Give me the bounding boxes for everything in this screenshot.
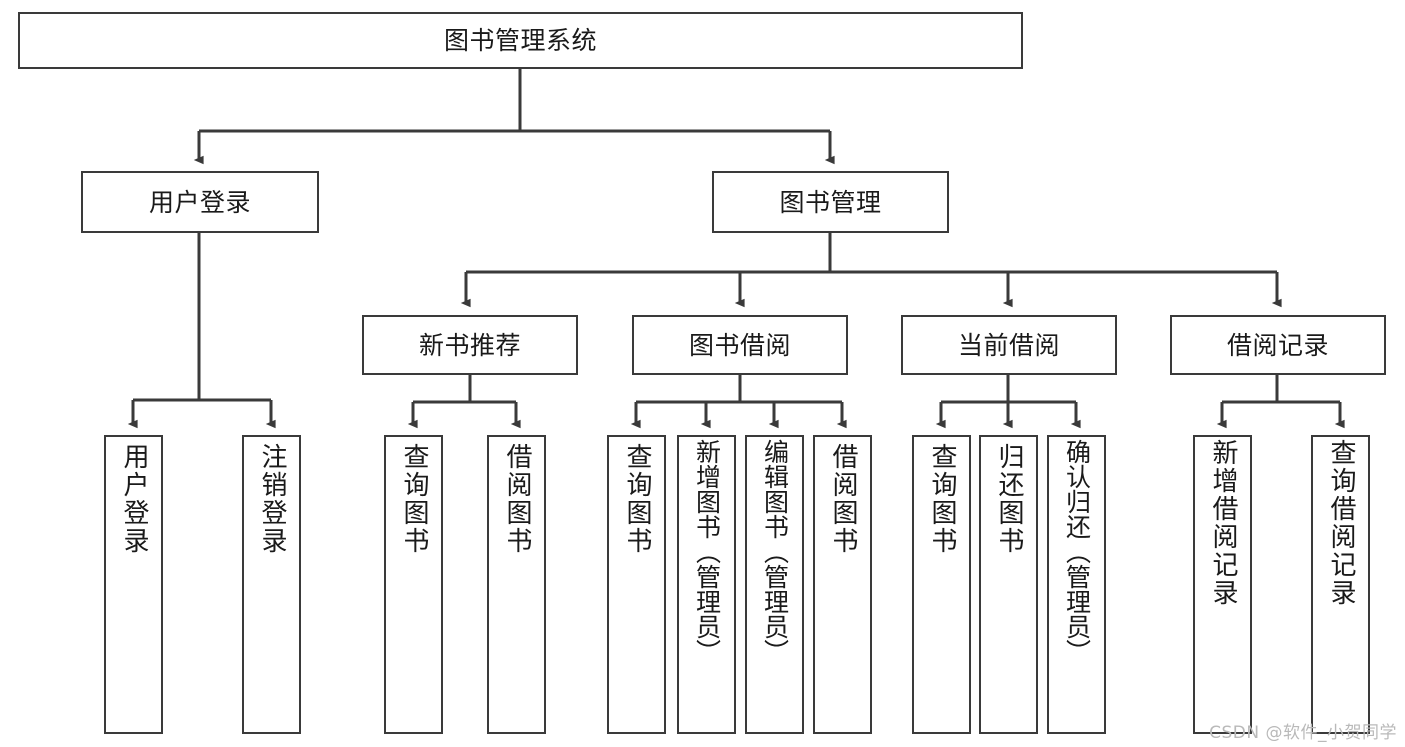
node-label: 查询图书 <box>399 443 430 555</box>
node-label: 当前借阅 <box>957 330 1060 360</box>
node-label: 用户登录 <box>119 443 150 555</box>
node-leaf-query-borrow-record[interactable]: 查询借阅记录 <box>1311 435 1370 734</box>
node-label: 图书管理系统 <box>443 26 597 55</box>
node-label: 新增借阅记录 <box>1208 439 1239 607</box>
node-label: 注销登录 <box>257 443 288 555</box>
node-label: 借阅图书 <box>828 443 859 555</box>
node-leaf-edit-book-admin[interactable]: 编辑图书（管理员） <box>745 435 804 734</box>
node-label: 归还图书 <box>994 443 1025 555</box>
node-leaf-return-book[interactable]: 归还图书 <box>979 435 1038 734</box>
node-leaf-add-book-admin[interactable]: 新增图书（管理员） <box>677 435 736 734</box>
node-leaf-query-book-current[interactable]: 查询图书 <box>912 435 971 734</box>
node-leaf-add-borrow-record[interactable]: 新增借阅记录 <box>1193 435 1252 734</box>
node-label: 查询图书 <box>927 443 958 555</box>
node-label: 新书推荐 <box>418 330 521 360</box>
node-leaf-query-book-recommend[interactable]: 查询图书 <box>384 435 443 734</box>
node-leaf-borrow-book[interactable]: 借阅图书 <box>813 435 872 734</box>
node-label: 编辑图书（管理员） <box>760 439 790 664</box>
node-leaf-logout[interactable]: 注销登录 <box>242 435 301 734</box>
node-label: 查询借阅记录 <box>1326 439 1357 607</box>
node-new-book-recommend[interactable]: 新书推荐 <box>362 315 578 375</box>
node-label: 查询图书 <box>622 443 653 555</box>
node-current-borrow[interactable]: 当前借阅 <box>901 315 1117 375</box>
node-borrow-record[interactable]: 借阅记录 <box>1170 315 1386 375</box>
node-user-login[interactable]: 用户登录 <box>81 171 319 233</box>
node-leaf-user-login[interactable]: 用户登录 <box>104 435 163 734</box>
node-book-management[interactable]: 图书管理 <box>712 171 949 233</box>
node-label: 图书借阅 <box>688 330 791 360</box>
watermark-text: CSDN @软件_小贺同学 <box>1209 723 1397 743</box>
node-label: 用户登录 <box>148 187 251 217</box>
node-root-system[interactable]: 图书管理系统 <box>18 12 1023 69</box>
node-label: 借阅记录 <box>1226 330 1329 360</box>
node-label: 新增图书（管理员） <box>692 439 722 664</box>
node-leaf-confirm-return-admin[interactable]: 确认归还（管理员） <box>1047 435 1106 734</box>
node-label: 图书管理 <box>779 187 882 217</box>
node-leaf-borrow-book-recommend[interactable]: 借阅图书 <box>487 435 546 734</box>
node-label: 确认归还（管理员） <box>1062 439 1092 664</box>
node-leaf-query-book-borrow[interactable]: 查询图书 <box>607 435 666 734</box>
node-label: 借阅图书 <box>502 443 533 555</box>
node-book-borrow[interactable]: 图书借阅 <box>632 315 848 375</box>
